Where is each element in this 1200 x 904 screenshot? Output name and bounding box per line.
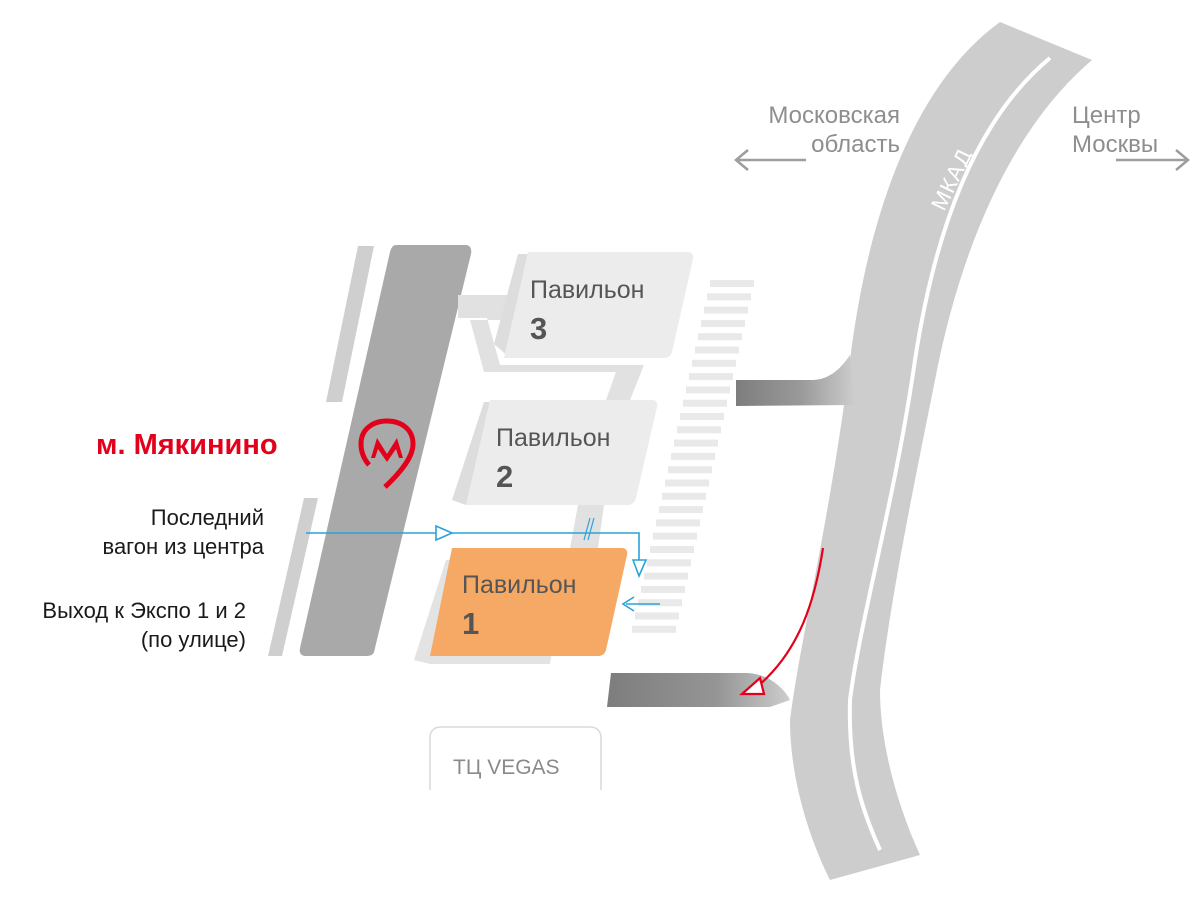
walkway-stripe	[644, 572, 688, 580]
walking-routes	[306, 517, 660, 612]
pavilion-2-number: 2	[496, 459, 514, 494]
walkway-stripe	[695, 346, 739, 354]
walkway-stripe	[680, 413, 724, 420]
walkway-stripe	[638, 599, 682, 607]
pavilion-3[interactable]	[494, 252, 694, 358]
walkway-stripe	[704, 306, 748, 314]
pavilion-1[interactable]	[414, 548, 628, 664]
metro-platform	[299, 245, 472, 656]
connectors	[458, 295, 644, 548]
mkad-center-line	[847, 56, 1052, 851]
walkway-stripe	[701, 319, 745, 327]
walkway-stripe	[671, 452, 715, 460]
walkway-stripe	[707, 293, 751, 301]
ramp-top	[736, 355, 855, 406]
pavilion-2-label[interactable]: Павильон 2	[496, 424, 610, 495]
route-arrow-right	[435, 524, 454, 542]
walkway-stripe	[674, 439, 718, 447]
direction-moscow-region: Московская область	[752, 101, 900, 159]
metro-station-name: м. Мякинино	[96, 429, 278, 461]
pavilion-3-word: Павильон	[530, 276, 645, 304]
ramp-bottom	[607, 673, 790, 707]
pavilion-3-number: 3	[530, 311, 548, 346]
last-car-line2: вагон из центра	[102, 534, 265, 559]
walkway-stripe	[677, 426, 721, 434]
track-left-upper	[326, 246, 374, 402]
walkway-stripe	[647, 559, 691, 567]
mkad-highway	[790, 22, 1092, 880]
walkway-stripe	[653, 532, 697, 540]
walkway-stripe	[632, 625, 676, 633]
exit-line1: Выход к Экспо 1 и 2	[42, 598, 246, 623]
pavilion-2-word: Павильон	[496, 424, 611, 452]
walkway-stripe	[665, 479, 709, 487]
last-car-line1: Последний	[150, 505, 264, 530]
pavilion-3-label[interactable]: Павильон 3	[530, 276, 644, 347]
direction-arrows	[734, 149, 1190, 171]
walkway-stripe	[650, 546, 694, 553]
walkway-stripe	[659, 506, 703, 514]
walkway-stripes	[632, 280, 754, 633]
route-from-last-car	[306, 532, 640, 566]
walkway-stripe	[683, 399, 727, 407]
direction-moscow-region-line2: область	[811, 131, 900, 158]
walkway-stripe	[698, 333, 742, 341]
driving-route	[739, 547, 825, 696]
walkway-stripe	[656, 519, 700, 527]
direction-moscow-center: Центр Москвы	[1072, 101, 1158, 159]
arrow-right-direction	[1116, 149, 1190, 171]
walkway-stripe	[635, 612, 679, 620]
track-left-lower	[268, 498, 318, 656]
metro-m-icon	[358, 418, 416, 489]
exit-line2: (по улице)	[140, 627, 246, 652]
direction-moscow-center-line2: Москвы	[1072, 131, 1159, 158]
route-arrow-down	[631, 559, 648, 579]
route-arrow-left	[621, 596, 635, 612]
walkway-stripe	[689, 373, 733, 381]
walkway-stripe	[710, 280, 754, 287]
walkway-stripe	[662, 492, 706, 500]
walkway-stripe	[692, 359, 736, 367]
route-connector-arrows	[583, 517, 595, 541]
mall-label: ТЦ VEGAS	[453, 756, 560, 779]
walkway-stripe	[668, 466, 712, 474]
pavilion-2[interactable]	[452, 400, 658, 505]
walkway-stripe	[641, 585, 685, 593]
last-car-label: Последний вагон из центра	[103, 503, 265, 561]
direction-moscow-region-line1: Московская	[768, 102, 900, 129]
walkway-stripe	[686, 386, 730, 394]
metro-station	[268, 245, 472, 656]
mall-box	[429, 726, 602, 790]
direction-moscow-center-line1: Центр	[1072, 102, 1141, 129]
exit-label: Выход к Экспо 1 и 2 (по улице)	[42, 596, 246, 654]
pavilion-1-word: Павильон	[462, 571, 577, 599]
pavilion-1-label[interactable]: Павильон 1	[462, 571, 576, 642]
arrow-left-direction	[734, 149, 806, 171]
pavilion-1-number: 1	[462, 606, 480, 641]
